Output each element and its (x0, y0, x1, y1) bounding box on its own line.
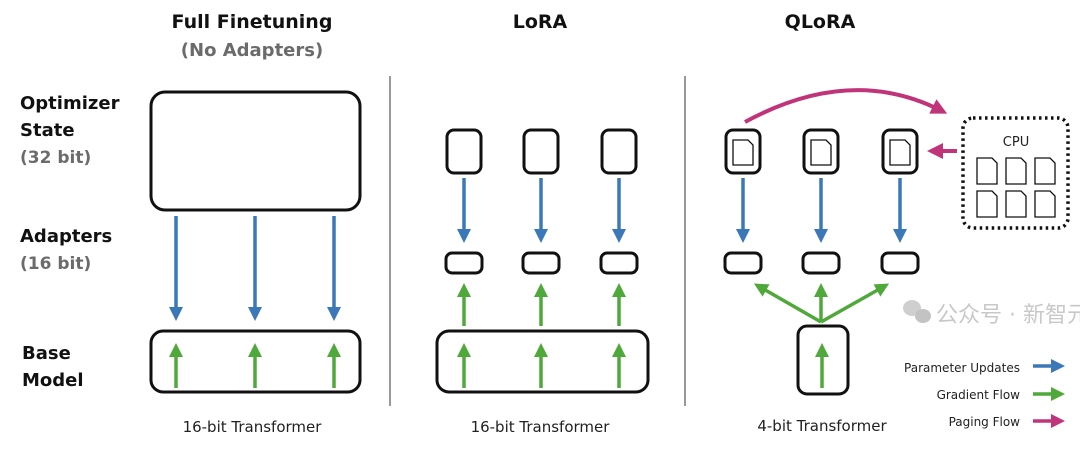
paging-flow-arrow-to-cpu (744, 88, 948, 124)
caption-qlora: 4-bit Transformer (757, 417, 887, 435)
row-label-adapters: Adapters (20, 226, 112, 247)
gradient-flow-arrow (753, 283, 822, 324)
document-icon (1034, 157, 1056, 185)
column-title-qlora: QLoRA (785, 11, 856, 33)
legend-paging-flow: Paging Flow (949, 415, 1021, 429)
adapter-box (801, 251, 841, 275)
row-bits-optimizer: (32 bit) (20, 148, 91, 168)
caption-lora: 16-bit Transformer (471, 418, 611, 436)
legend-parameter-updates: Parameter Updates (904, 361, 1020, 375)
cpu-box (961, 116, 1070, 230)
gradient-flow-arrow (820, 283, 890, 324)
document-icon (1005, 157, 1027, 185)
row-label-optimizer: Optimizer (20, 93, 120, 114)
document-icon (1034, 190, 1056, 218)
document-icon (889, 139, 911, 166)
cpu-label: CPU (1003, 135, 1029, 150)
adapter-box (880, 251, 920, 275)
adapter-box (723, 251, 763, 275)
optimizer-state-box (522, 128, 560, 175)
row-label-base: Base (22, 343, 71, 364)
document-icon (810, 139, 832, 166)
row-label-state: State (20, 120, 75, 141)
document-icon (976, 190, 998, 218)
column-title-full-finetuning: Full Finetuning (172, 11, 333, 33)
document-icon (976, 157, 998, 185)
adapter-box (444, 251, 484, 275)
document-icon (732, 139, 754, 166)
column-title-lora: LoRA (513, 11, 568, 33)
optimizer-state-box (149, 90, 362, 212)
caption-full-finetuning: 16-bit Transformer (183, 418, 323, 436)
adapter-box (521, 251, 561, 275)
watermark-text: 公众号 · 新智元 (936, 303, 1080, 328)
document-icon (1005, 190, 1027, 218)
legend-gradient-flow: Gradient Flow (937, 388, 1021, 402)
row-label-model: Model (22, 370, 84, 391)
column-subtitle: (No Adapters) (181, 40, 323, 61)
adapter-box (599, 251, 639, 275)
wechat-icon (903, 300, 931, 323)
optimizer-state-box (600, 128, 638, 175)
optimizer-state-box (445, 128, 483, 175)
row-bits-adapters: (16 bit) (20, 254, 91, 274)
